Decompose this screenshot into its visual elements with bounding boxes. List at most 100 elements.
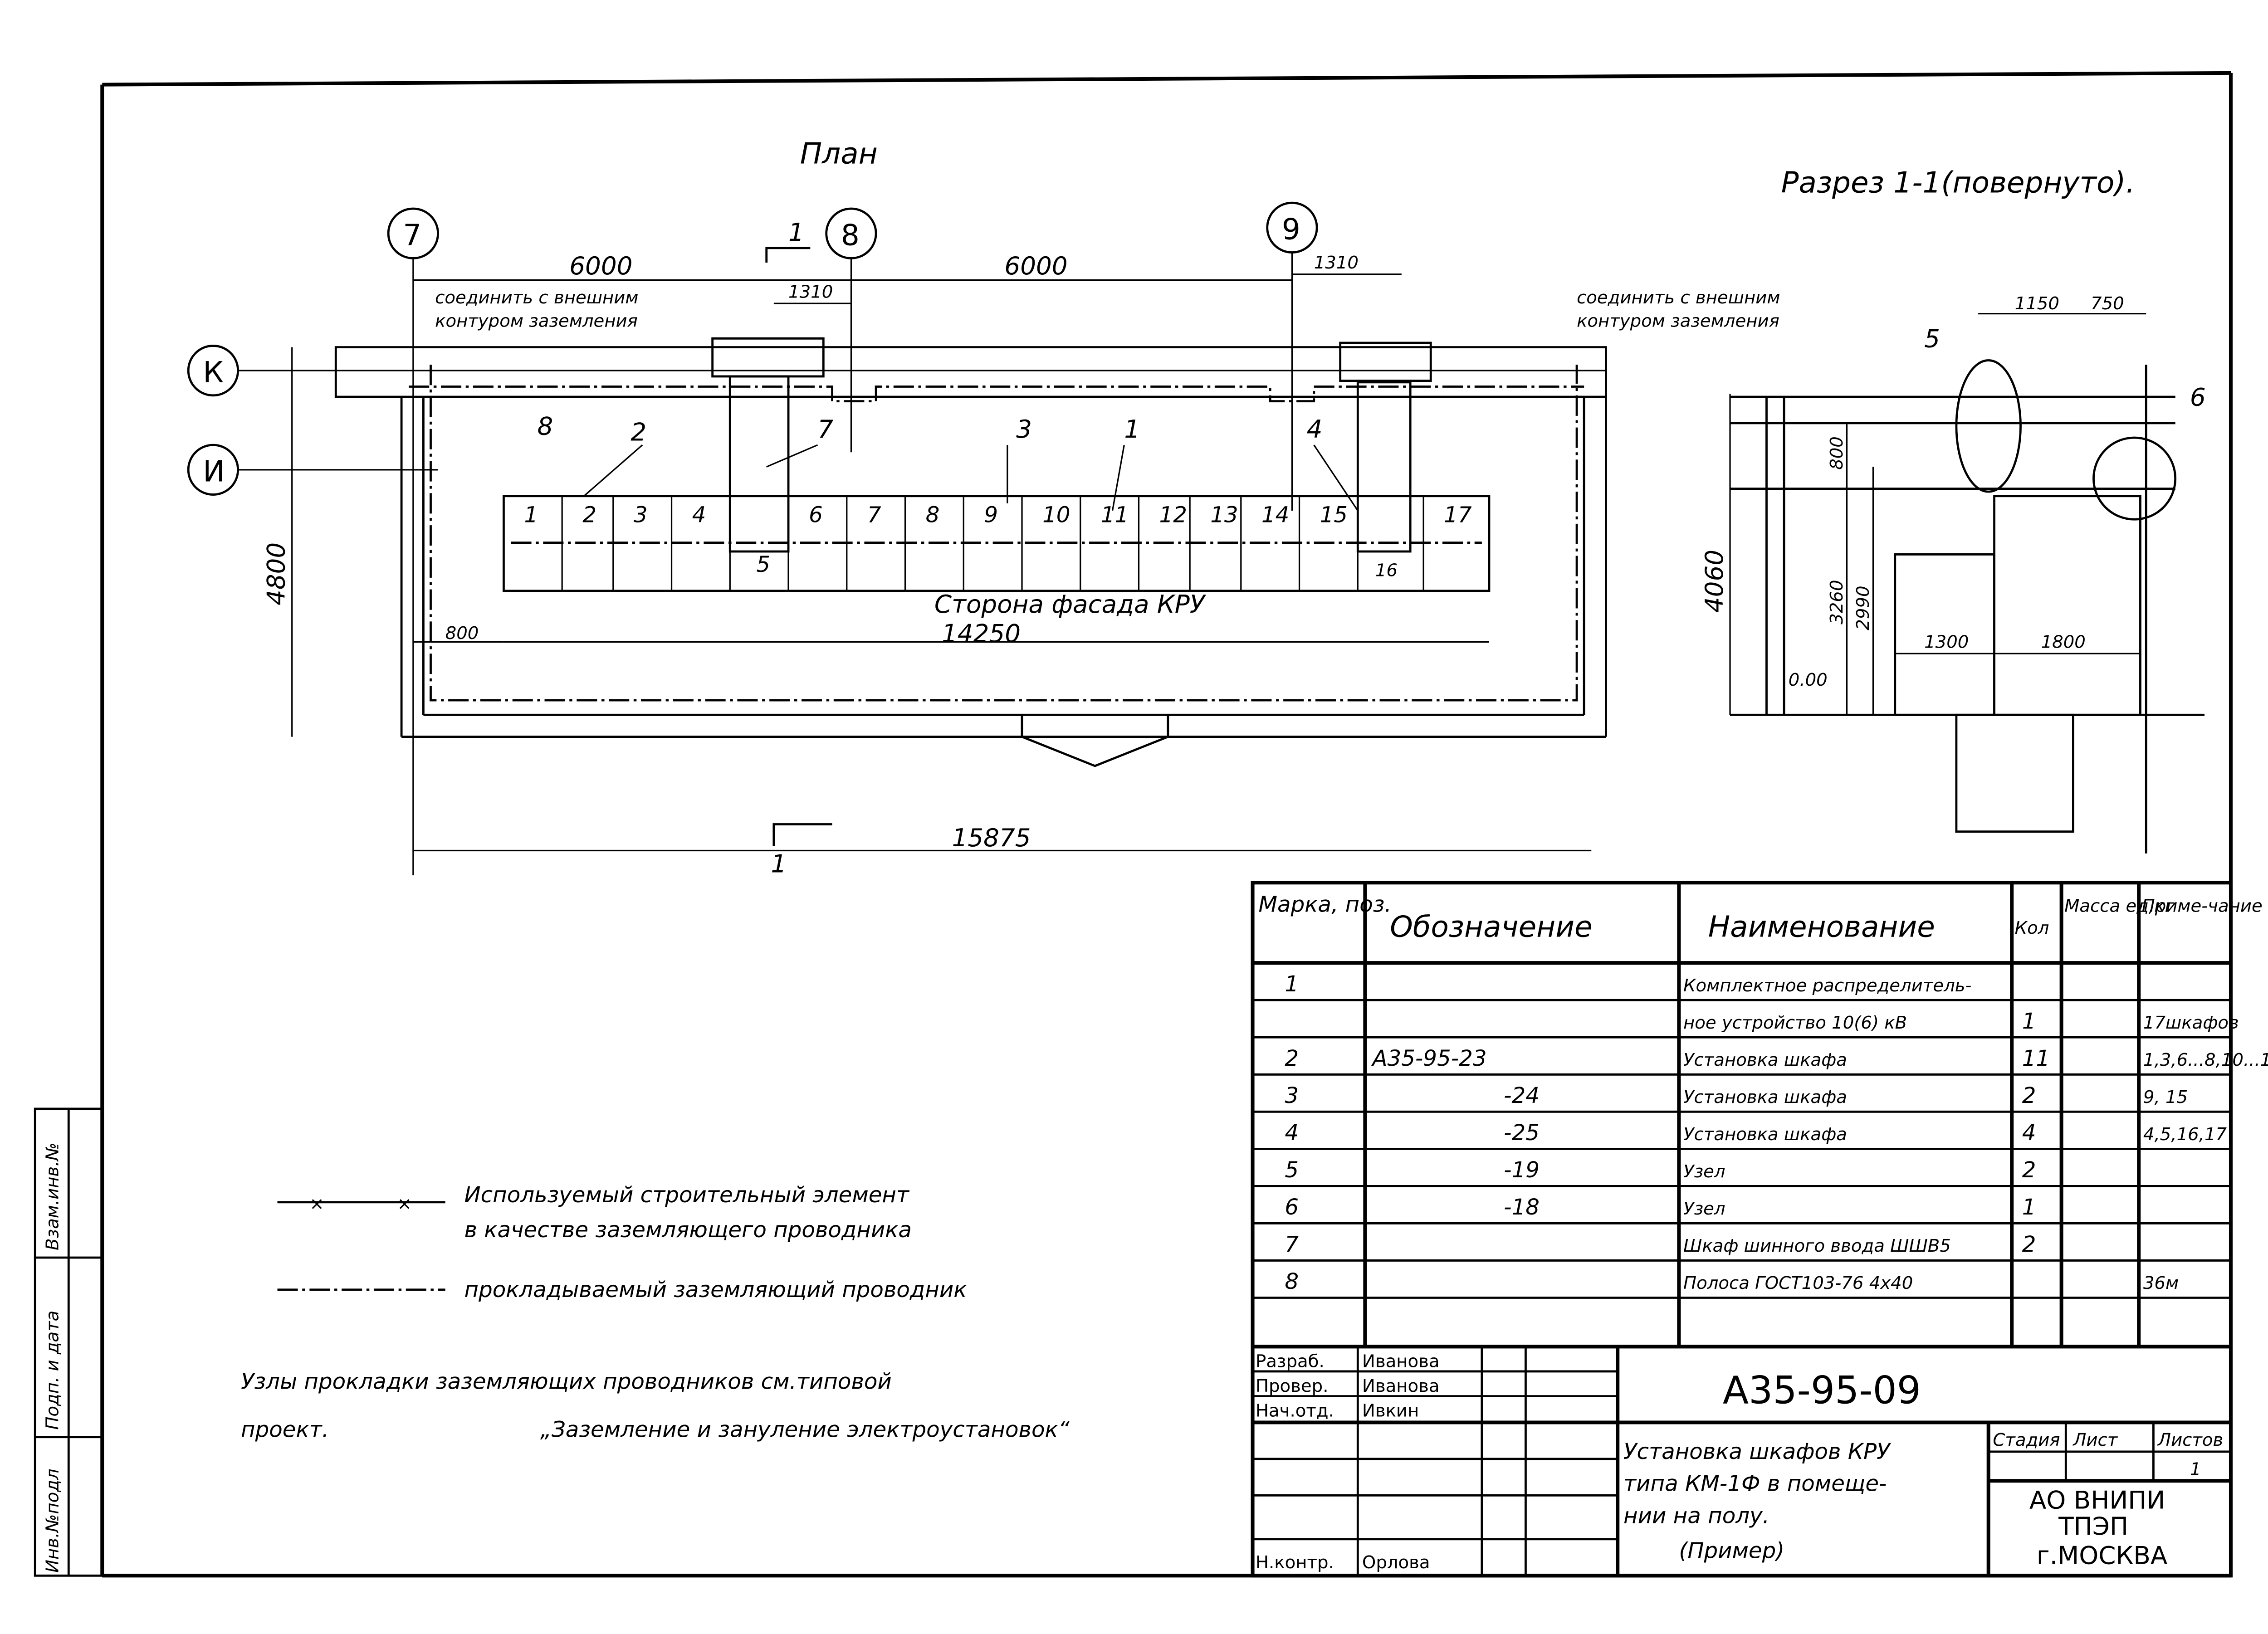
connect-note-left-1: соединить с внешним — [435, 288, 638, 308]
callout-5: 5 — [1924, 324, 1940, 353]
dim-2990: 2990 — [1853, 585, 1873, 630]
kru-cell-number: 16 — [1375, 561, 1398, 581]
table-cell: 7 — [1285, 1232, 1299, 1257]
table-cell: Шкаф шинного ввода ШШВ5 — [1683, 1236, 1951, 1256]
callout-7: 7 — [817, 415, 833, 444]
note-line-3: „Заземление и зануление электроустановок… — [540, 1417, 1070, 1443]
kru-cell-number: 7 — [867, 502, 881, 528]
kru-cell-number: 11 — [1101, 502, 1129, 528]
header-designation: Обозначение — [1390, 910, 1593, 944]
dim-3260: 3260 — [1827, 580, 1847, 624]
table-cell: 4 — [2022, 1120, 2036, 1146]
table-cell: Установка шкафа — [1683, 1087, 1847, 1107]
name-checker: Иванова — [1362, 1376, 1440, 1396]
org-line-1: АО ВНИПИ — [2029, 1485, 2165, 1514]
org-line-2: ТПЭП — [2058, 1512, 2128, 1541]
kru-cell-number: 3 — [634, 502, 648, 528]
header-name: Наименование — [1708, 910, 1935, 944]
dim-4800: 4800 — [262, 542, 291, 605]
dim-1310-a: 1310 — [788, 282, 833, 302]
table-cell: Установка шкафа — [1683, 1050, 1847, 1070]
section-title: Разрез 1-1(повернуто). — [1781, 166, 2135, 200]
kru-cell-number: 8 — [926, 502, 940, 528]
header-mark: Марка, поз. — [1258, 892, 1391, 917]
dim-6000-b: 6000 — [1004, 251, 1067, 280]
cell-5-label-inner: 5 — [756, 552, 770, 577]
connect-note-right-1: соединить с внешним — [1577, 288, 1780, 308]
table-cell: 2 — [2022, 1232, 2036, 1257]
note-line-1: Узлы прокладки заземляющих проводников с… — [241, 1369, 892, 1395]
kru-cell-number: 13 — [1210, 502, 1238, 528]
legend-item-2-text: прокладываемый заземляющий проводник — [464, 1277, 967, 1302]
org-line-3: г.МОСКВА — [2037, 1541, 2167, 1570]
callout-6: 6 — [2190, 382, 2206, 411]
table-cell: 8 — [1285, 1269, 1299, 1294]
stamp-replace-label: Взам.инв.№ — [43, 1142, 63, 1250]
dim-800-section: 800 — [1827, 436, 1847, 470]
table-cell: 1 — [2022, 1009, 2036, 1034]
table-cell: 6 — [1285, 1195, 1299, 1220]
dim-4060: 4060 — [1700, 550, 1729, 613]
sheets-label: Листов — [2157, 1430, 2223, 1450]
title-block: Разраб. Иванова Провер. Иванова Нач.отд.… — [1251, 1345, 2233, 1578]
legend-item-1-text2: в качестве заземляющего проводника — [464, 1217, 912, 1243]
dim-1310-b: 1310 — [1314, 253, 1359, 273]
callout-4: 4 — [1307, 415, 1323, 444]
role-developer: Разраб. — [1256, 1351, 1325, 1371]
stage-label: Стадия — [1993, 1430, 2060, 1450]
kru-cell-number: 6 — [809, 502, 823, 528]
title-line-1: Установка шкафов КРУ — [1623, 1439, 1891, 1464]
dim-800: 800 — [445, 623, 479, 644]
dim-14250: 14250 — [942, 619, 1021, 648]
dim-15875: 15875 — [952, 823, 1031, 852]
dim-6000-a: 6000 — [569, 251, 632, 280]
dim-1150: 1150 — [2015, 293, 2059, 314]
svg-text:×: × — [397, 1194, 411, 1214]
table-cell: 11 — [2022, 1046, 2050, 1071]
table-cell: 1,3,6...8,10...14 — [2143, 1050, 2268, 1070]
table-cell: 9, 15 — [2143, 1087, 2188, 1107]
table-cell: 4,5,16,17 — [2143, 1124, 2227, 1145]
title-line-2: типа КМ-1Ф в помеще- — [1623, 1471, 1887, 1497]
kru-cell-number: 14 — [1261, 502, 1289, 528]
section-mark-top: 1 — [788, 218, 804, 247]
stamp-inv-label: Инв.№подл — [43, 1468, 63, 1572]
facade-label: Сторона фасада КРУ — [934, 590, 1207, 619]
stamp-sign-label: Подп. и дата — [43, 1311, 63, 1430]
table-cell: -25 — [1504, 1120, 1540, 1146]
table-cell: 36м — [2143, 1273, 2179, 1293]
kru-row — [502, 495, 1491, 592]
plan-view: План 7 8 9 К И 6000 6000 1310 1310 1 1 — [187, 137, 1780, 878]
table-cell: -18 — [1504, 1195, 1540, 1220]
table-cell: Полоса ГОСТ103-76 4х40 — [1683, 1273, 1913, 1293]
kru-cell-number: 2 — [582, 502, 596, 528]
axis-7-bubble — [387, 207, 439, 259]
kru-cell-number: 12 — [1159, 502, 1187, 528]
role-normcontrol: Н.контр. — [1256, 1552, 1334, 1573]
table-cell: 17шкафов — [2143, 1013, 2239, 1033]
dim-1800: 1800 — [2041, 632, 2086, 652]
header-qty: Кол — [2015, 918, 2049, 938]
spec-table: Марка, поз. Обозначение Наименование Кол… — [1251, 881, 2268, 1349]
legend: ×× Используемый строительный элемент в к… — [241, 1182, 1070, 1443]
table-cell: -24 — [1504, 1083, 1540, 1108]
kru-cell-number: 17 — [1444, 502, 1472, 528]
svg-text:×: × — [309, 1194, 324, 1214]
doc-code: А35-95-09 — [1723, 1368, 1921, 1413]
table-cell: ное устройство 10(6) кВ — [1683, 1013, 1907, 1033]
sheets-value: 1 — [2190, 1459, 2201, 1479]
role-checker: Провер. — [1256, 1376, 1328, 1396]
table-cell: 5 — [1285, 1157, 1299, 1183]
kru-cell-number: 4 — [692, 502, 706, 528]
table-cell: Узел — [1683, 1199, 1725, 1219]
title-line-3: нии на полу. — [1623, 1503, 1769, 1529]
table-cell: Комплектное распределитель- — [1683, 976, 1971, 996]
table-cell: Узел — [1683, 1161, 1725, 1182]
callout-2: 2 — [631, 418, 646, 447]
plan-title: План — [800, 137, 878, 171]
note-line-2: проект. — [241, 1417, 329, 1443]
header-mass: Масса ед,кг — [2064, 896, 2174, 917]
sheet-label: Лист — [2072, 1430, 2118, 1450]
